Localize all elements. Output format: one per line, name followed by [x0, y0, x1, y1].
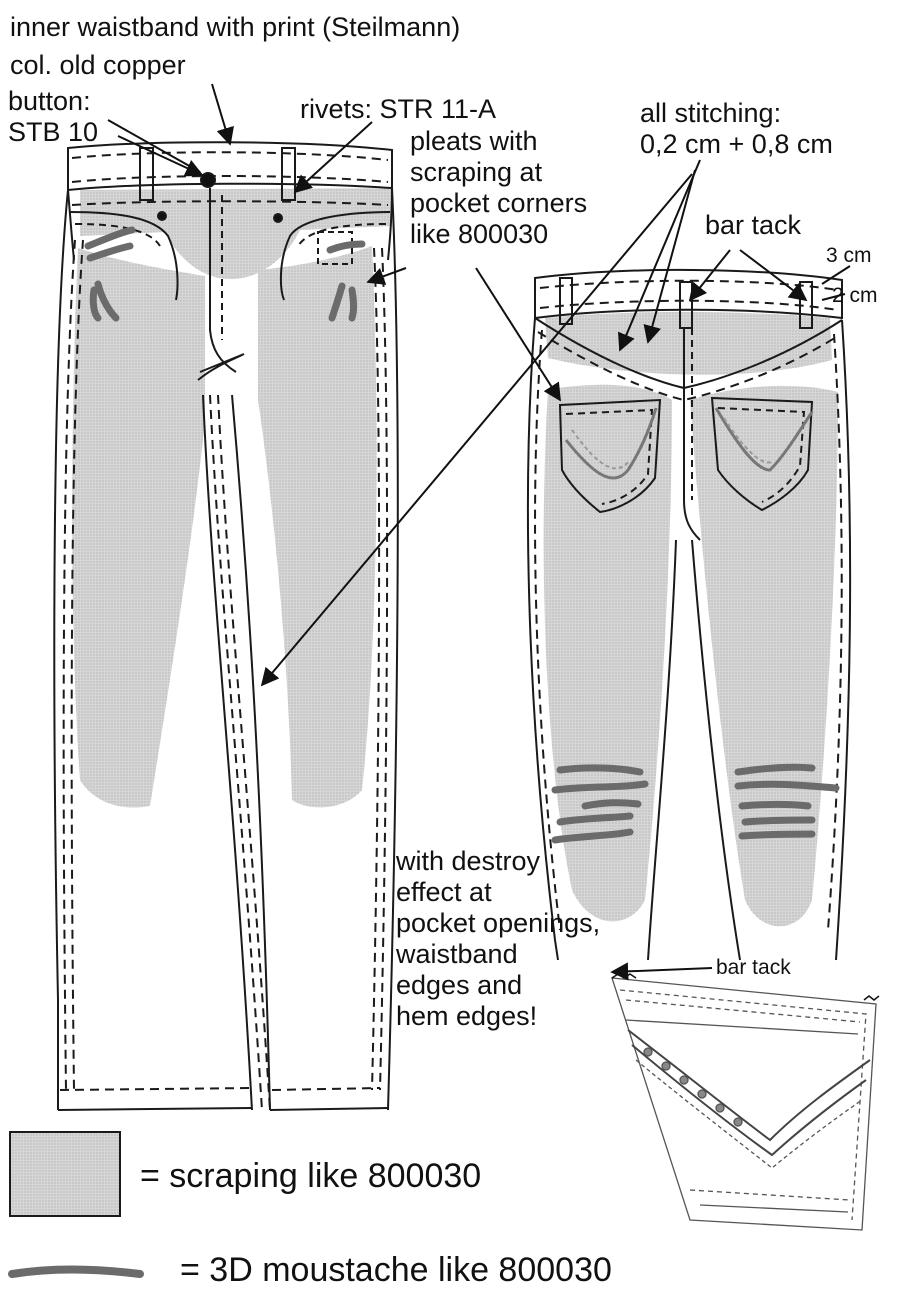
legend-moustache-swatch: [8, 1265, 144, 1278]
leader-lines: [107, 83, 851, 981]
legend-moustache-text: = 3D moustache like 800030: [180, 1251, 612, 1289]
back-view: [526, 268, 852, 961]
label-bar-tack-back: bar tack: [705, 210, 802, 240]
button: [200, 172, 216, 188]
back-scraping-yoke: [545, 312, 832, 375]
pocket-detail: [611, 973, 880, 1231]
front-right-leg-outer: [387, 187, 399, 1111]
label-stitching: all stitching: 0,2 cm + 0,8 cm: [640, 98, 833, 159]
front-scraping-left: [72, 248, 205, 808]
front-waist-scraping: [80, 188, 392, 280]
back-left-leg-outer: [526, 317, 559, 961]
front-pocket-right: [279, 211, 391, 301]
label-button: button: STB 10: [8, 86, 99, 147]
label-pleats: pleats with scraping at pocket corners l…: [410, 126, 588, 249]
back-moustaches: [551, 763, 840, 844]
front-view: [53, 141, 399, 1111]
back-right-leg-inner: [691, 539, 741, 961]
legend-scraping-text: = scraping like 800030: [140, 1157, 482, 1195]
front-left-leg-outer: [53, 189, 69, 1110]
label-rivets: rivets: STR 11-A: [300, 94, 497, 124]
front-waistband: [67, 141, 393, 192]
label-dim-3cm: 3 cm: [826, 244, 872, 267]
legend-scraping-swatch: [9, 1131, 121, 1217]
front-pocket-left: [69, 211, 179, 301]
back-pocket-right: [710, 396, 814, 512]
back-left-leg-inner: [647, 539, 677, 961]
label-destroy-effect: with destroy effect at pocket openings, …: [396, 846, 601, 1031]
front-left-leg-inner: [202, 394, 253, 1111]
front-right-leg-inner: [231, 394, 271, 1111]
label-bar-tack-pocket: bar tack: [716, 956, 791, 979]
rivet-right: [273, 213, 283, 223]
front-scraping-right: [258, 246, 377, 808]
label-dim-2cm: 2 cm: [832, 284, 878, 307]
back-waistband: [534, 268, 843, 320]
label-waistband-print: inner waistband with print (Steilmann): [10, 12, 461, 42]
back-scraping-right: [690, 385, 838, 927]
front-moustaches: [84, 226, 366, 322]
rivet-left: [157, 211, 167, 221]
back-pocket-left: [558, 398, 662, 514]
back-right-leg-outer: [835, 319, 852, 961]
label-color: col. old copper: [10, 50, 186, 80]
